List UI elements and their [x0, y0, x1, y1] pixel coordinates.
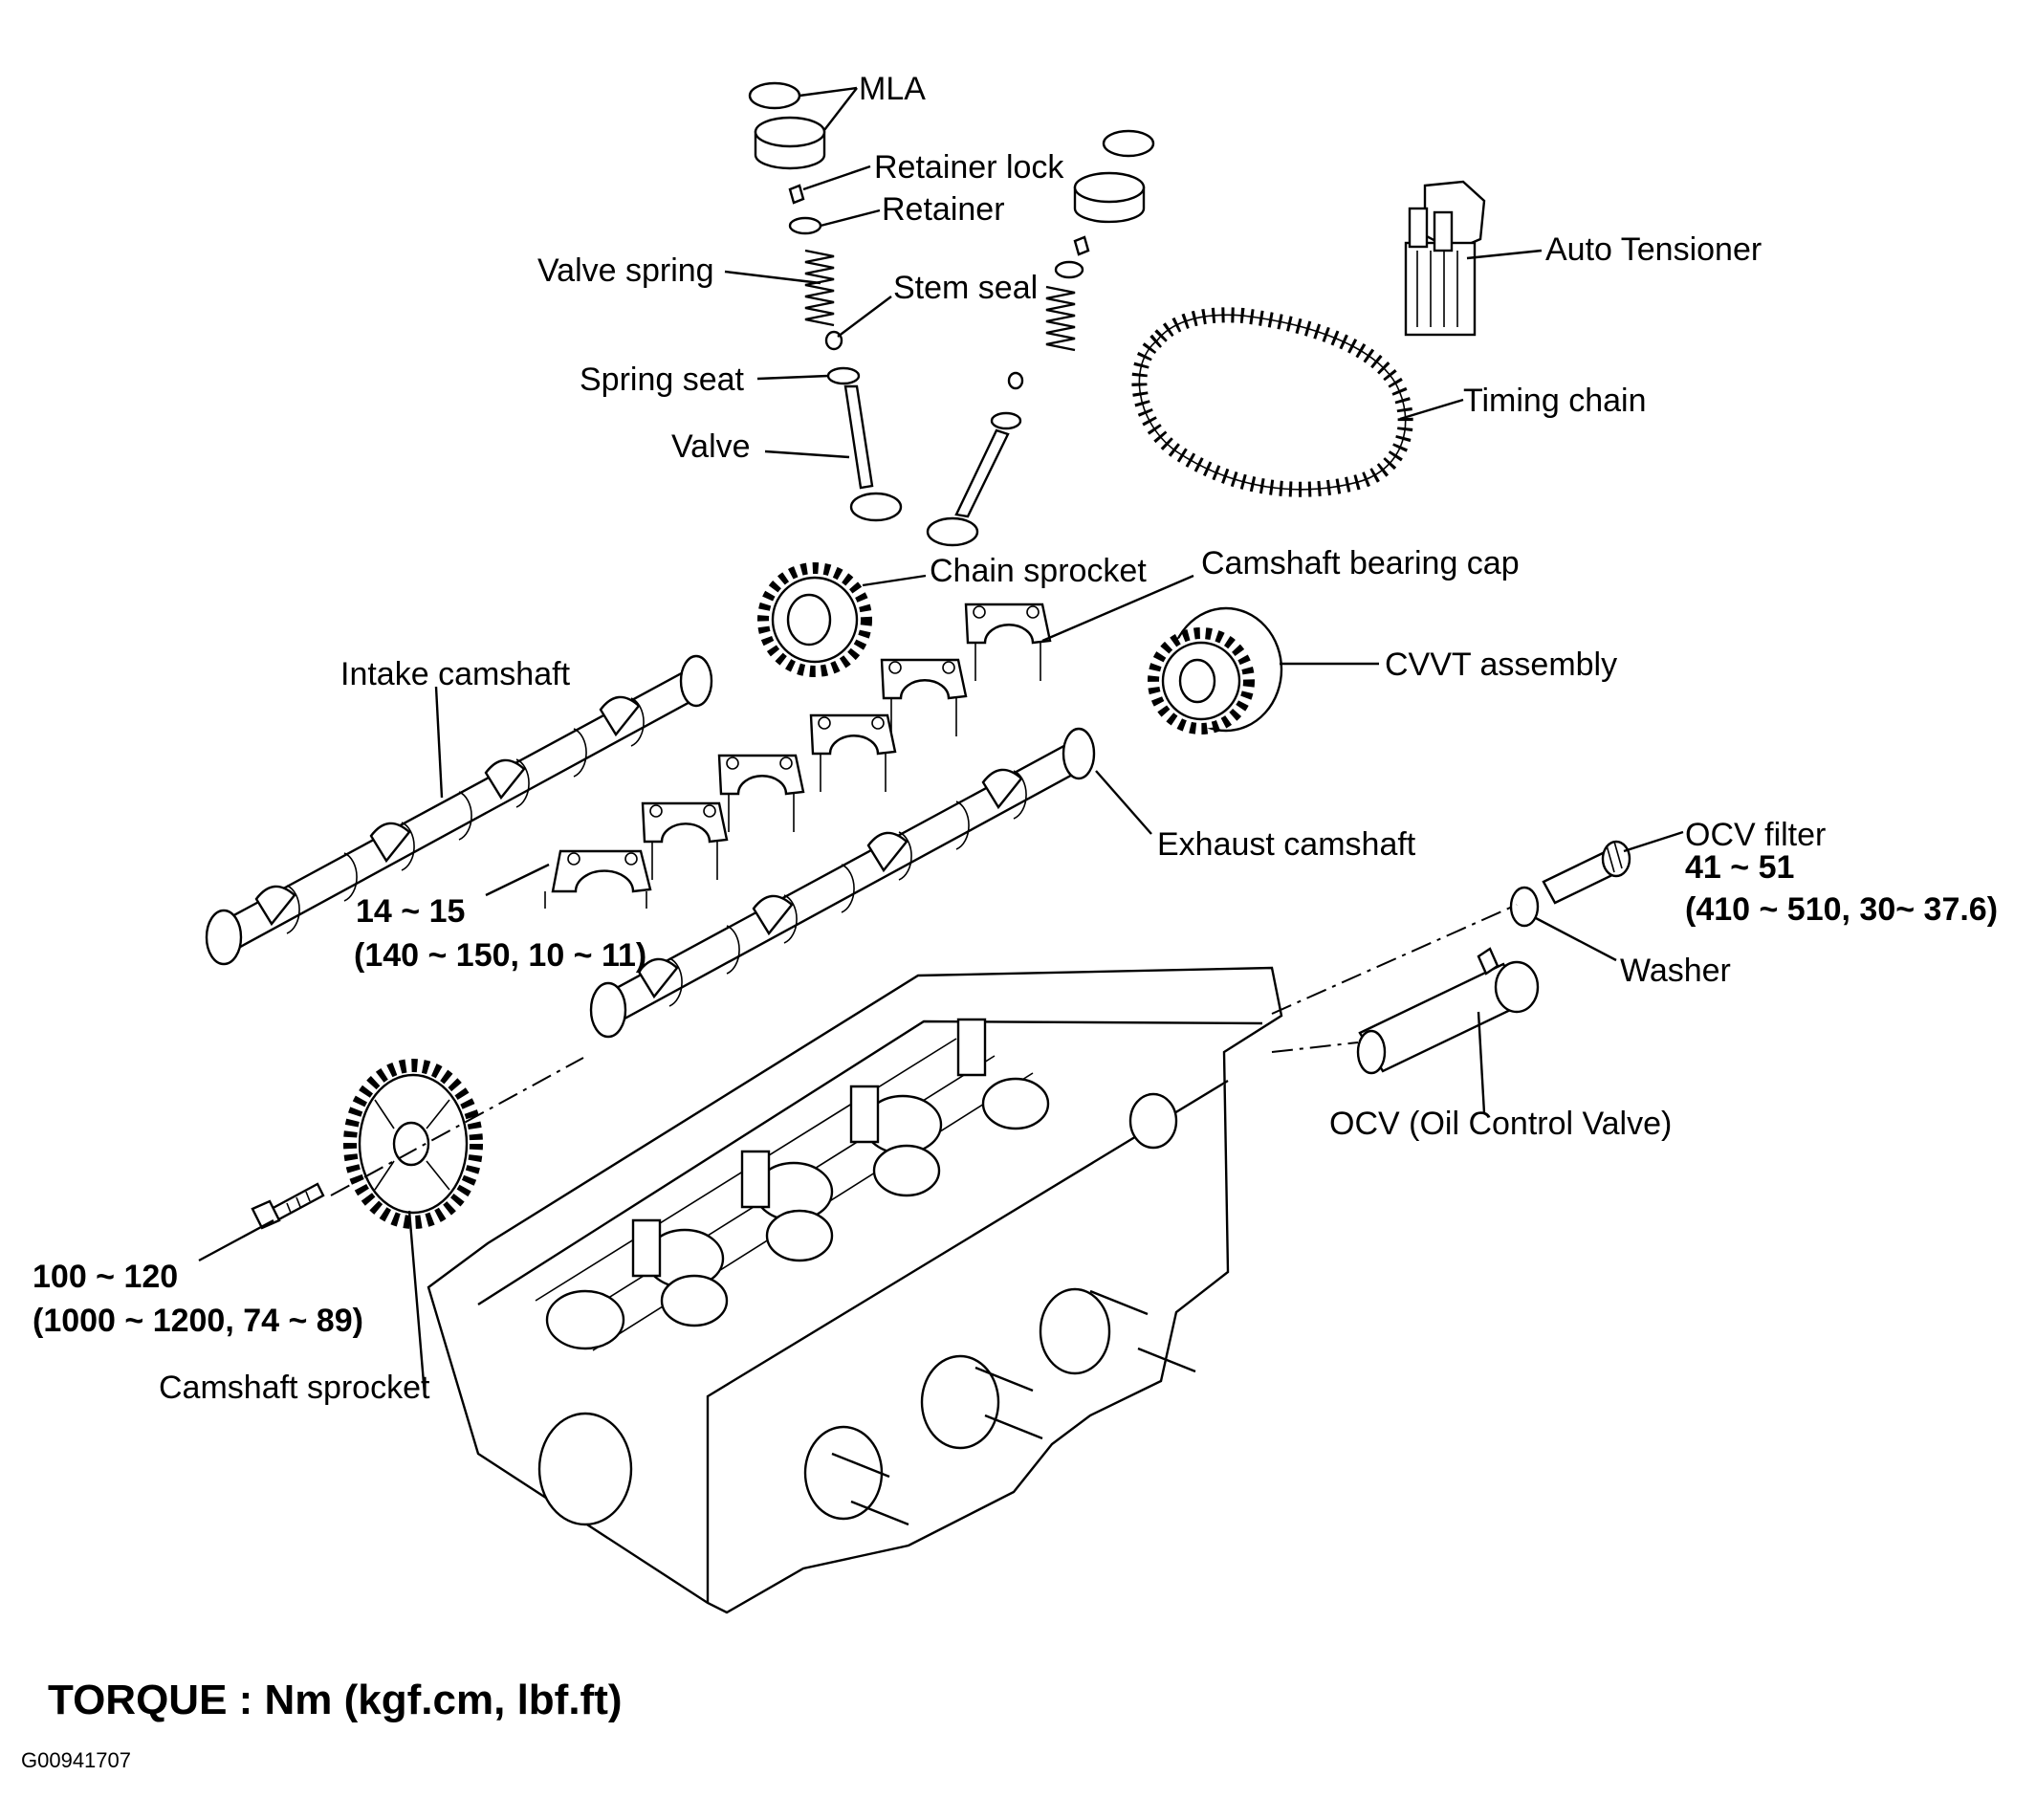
torque-sprocket-bolt-alt: (1000 ~ 1200, 74 ~ 89) — [33, 1303, 363, 1339]
timing-chain-icon — [1131, 307, 1413, 497]
cvvt-assembly-icon — [1148, 606, 1283, 735]
label-valve-spring: Valve spring — [537, 252, 714, 289]
ocv-icon — [1356, 947, 1540, 1075]
sprocket-bolt-icon — [251, 1182, 325, 1230]
bearing-cap-5 — [641, 801, 729, 880]
bearing-cap-3 — [809, 713, 897, 792]
label-ocv-filter: OCV filter — [1685, 817, 1826, 853]
label-cvvt-assembly: CVVT assembly — [1385, 647, 1617, 683]
ocv-filter-icon — [1542, 840, 1631, 905]
bearing-cap-6 — [544, 849, 652, 909]
label-retainer-lock: Retainer lock — [874, 149, 1064, 186]
torque-ocv-filter-alt: (410 ~ 510, 30~ 37.6) — [1685, 891, 1998, 928]
chain-sprocket-icon — [757, 562, 872, 677]
retainer-lock-icon — [788, 184, 805, 205]
label-camshaft-sprocket: Camshaft sprocket — [159, 1370, 430, 1406]
valve-train-right — [926, 129, 1155, 547]
mla-tappet-icon — [754, 116, 826, 170]
label-intake-camshaft: Intake camshaft — [340, 656, 571, 692]
figure-id: G00941707 — [21, 1748, 131, 1772]
label-ocv: OCV (Oil Control Valve) — [1329, 1106, 1672, 1142]
valve-train-left — [748, 81, 903, 522]
auto-tensioner-icon — [1404, 180, 1486, 337]
label-chain-sprocket: Chain sprocket — [930, 553, 1147, 589]
torque-units-legend: TORQUE : Nm (kgf.cm, lbf.ft) — [48, 1677, 623, 1723]
label-auto-tensioner: Auto Tensioner — [1545, 231, 1762, 268]
spring-seat-icon — [826, 366, 861, 385]
exhaust-camshaft-icon — [589, 727, 1096, 1039]
label-spring-seat: Spring seat — [580, 362, 745, 398]
cylinder-head-icon — [427, 966, 1283, 1614]
intake-camshaft-icon — [205, 654, 713, 966]
torque-ocv-filter: 41 ~ 51 — [1685, 849, 1794, 886]
mla-shim-icon — [748, 81, 801, 110]
washer-icon — [1509, 886, 1540, 928]
bearing-cap-1 — [964, 603, 1052, 681]
retainer-icon — [788, 216, 822, 235]
label-washer: Washer — [1620, 953, 1731, 989]
label-exhaust-camshaft: Exhaust camshaft — [1157, 826, 1416, 863]
valve-spring-icon — [804, 249, 835, 327]
torque-bearing-cap: 14 ~ 15 — [356, 893, 465, 930]
label-valve: Valve — [671, 428, 751, 465]
label-timing-chain: Timing chain — [1463, 383, 1646, 419]
torque-sprocket-bolt: 100 ~ 120 — [33, 1259, 178, 1295]
bearing-cap-2 — [880, 658, 968, 736]
label-mla: MLA — [859, 71, 926, 107]
camshaft-bearing-caps — [544, 603, 1052, 909]
label-retainer: Retainer — [882, 191, 1005, 228]
camshaft-sprocket-icon — [343, 1059, 483, 1229]
label-camshaft-bearing-cap: Camshaft bearing cap — [1201, 545, 1520, 581]
leader-lines — [198, 86, 1684, 1395]
bearing-cap-4 — [717, 754, 805, 832]
label-stem-seal: Stem seal — [893, 270, 1038, 306]
torque-bearing-cap-alt: (140 ~ 150, 10 ~ 11) — [354, 937, 646, 974]
valve-icon — [843, 384, 903, 522]
